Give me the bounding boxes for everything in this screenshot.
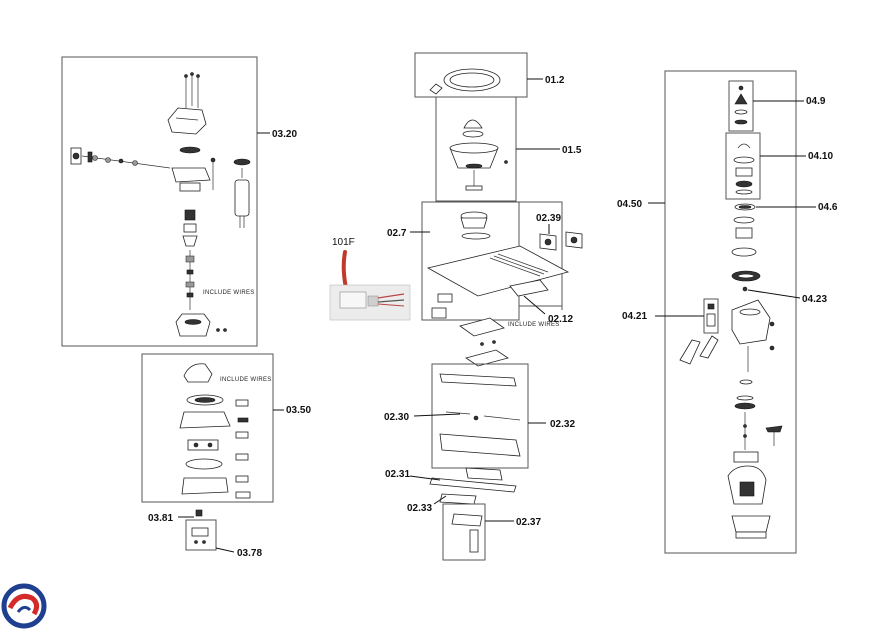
box-04-9 [728, 80, 754, 132]
label-03-81: 03.81 [148, 513, 173, 524]
label-04-9: 04.9 [806, 96, 826, 107]
box-02-37 [442, 503, 486, 561]
label-02-30: 02.30 [384, 412, 409, 423]
pcb-board [439, 433, 521, 457]
label-02-31: 02.31 [385, 469, 410, 480]
swirl-logo-icon [1, 583, 47, 629]
label-01-2: 01.2 [545, 75, 565, 86]
red-wire-icon [341, 250, 348, 290]
note-include-wires-3: INCLUDE WIRES [508, 322, 560, 328]
assembly-04-50: 04.50 04.9 04.10 04.6 04.23 [617, 70, 838, 554]
label-02-33: 02.33 [407, 503, 432, 514]
label-01-5: 01.5 [562, 145, 582, 156]
gear-ring [179, 146, 201, 154]
assembly-02-32: 02.30 02.32 [384, 340, 575, 469]
control-panel [426, 245, 570, 297]
assembly-03-50: INCLUDE WIRES 03.50 [141, 353, 311, 503]
box-04-50 [664, 70, 797, 554]
bowl-dome [463, 119, 483, 129]
assembly-02-37: 02.31 02.33 02.37 [385, 467, 541, 561]
label-03-20: 03.20 [272, 129, 297, 140]
base-plate [731, 515, 771, 533]
note-include-wires-1: INCLUDE WIRES [203, 290, 255, 296]
box-03-20 [61, 56, 258, 347]
fan-tray [459, 317, 505, 337]
assembly-03-78: 03.81 03.78 [148, 509, 262, 559]
label-02-37: 02.37 [516, 517, 541, 528]
base-housing [175, 313, 211, 337]
label-02-39: 02.39 [536, 213, 561, 224]
cover-piece [183, 363, 213, 383]
motor-cap [167, 107, 207, 135]
label-02-12: 02.12 [548, 314, 573, 325]
label-02-7: 02.7 [387, 228, 407, 239]
label-04-10: 04.10 [808, 151, 833, 162]
label-04-6: 04.6 [818, 202, 838, 213]
assembly-02-7: INCLUDE WIRES 02.7 02.39 02.12 [387, 201, 583, 337]
top-bolts [184, 72, 200, 108]
box-02-32 [431, 363, 529, 469]
box-03-78 [185, 519, 217, 551]
label-04-23: 04.23 [802, 294, 827, 305]
assembly-01-2: 01.2 [414, 52, 565, 98]
gearbox-housing [731, 299, 771, 345]
label-03-50: 03.50 [286, 405, 311, 416]
box-03-50 [141, 353, 274, 503]
bar-plate [429, 477, 517, 493]
part-101F: 101F [329, 237, 411, 321]
assembly-01-5: 01.5 [435, 96, 582, 202]
label-04-50: 04.50 [617, 199, 642, 210]
side-motor [234, 179, 250, 217]
label-04-21: 04.21 [622, 311, 647, 322]
label-02-32: 02.32 [550, 419, 575, 430]
box-04-10 [725, 132, 761, 200]
label-101F: 101F [332, 237, 355, 248]
label-03-78: 03.78 [237, 548, 262, 559]
assembly-03-20: INCLUDE WIRES 03.20 [61, 56, 297, 347]
note-include-wires-2: INCLUDE WIRES [220, 377, 272, 383]
